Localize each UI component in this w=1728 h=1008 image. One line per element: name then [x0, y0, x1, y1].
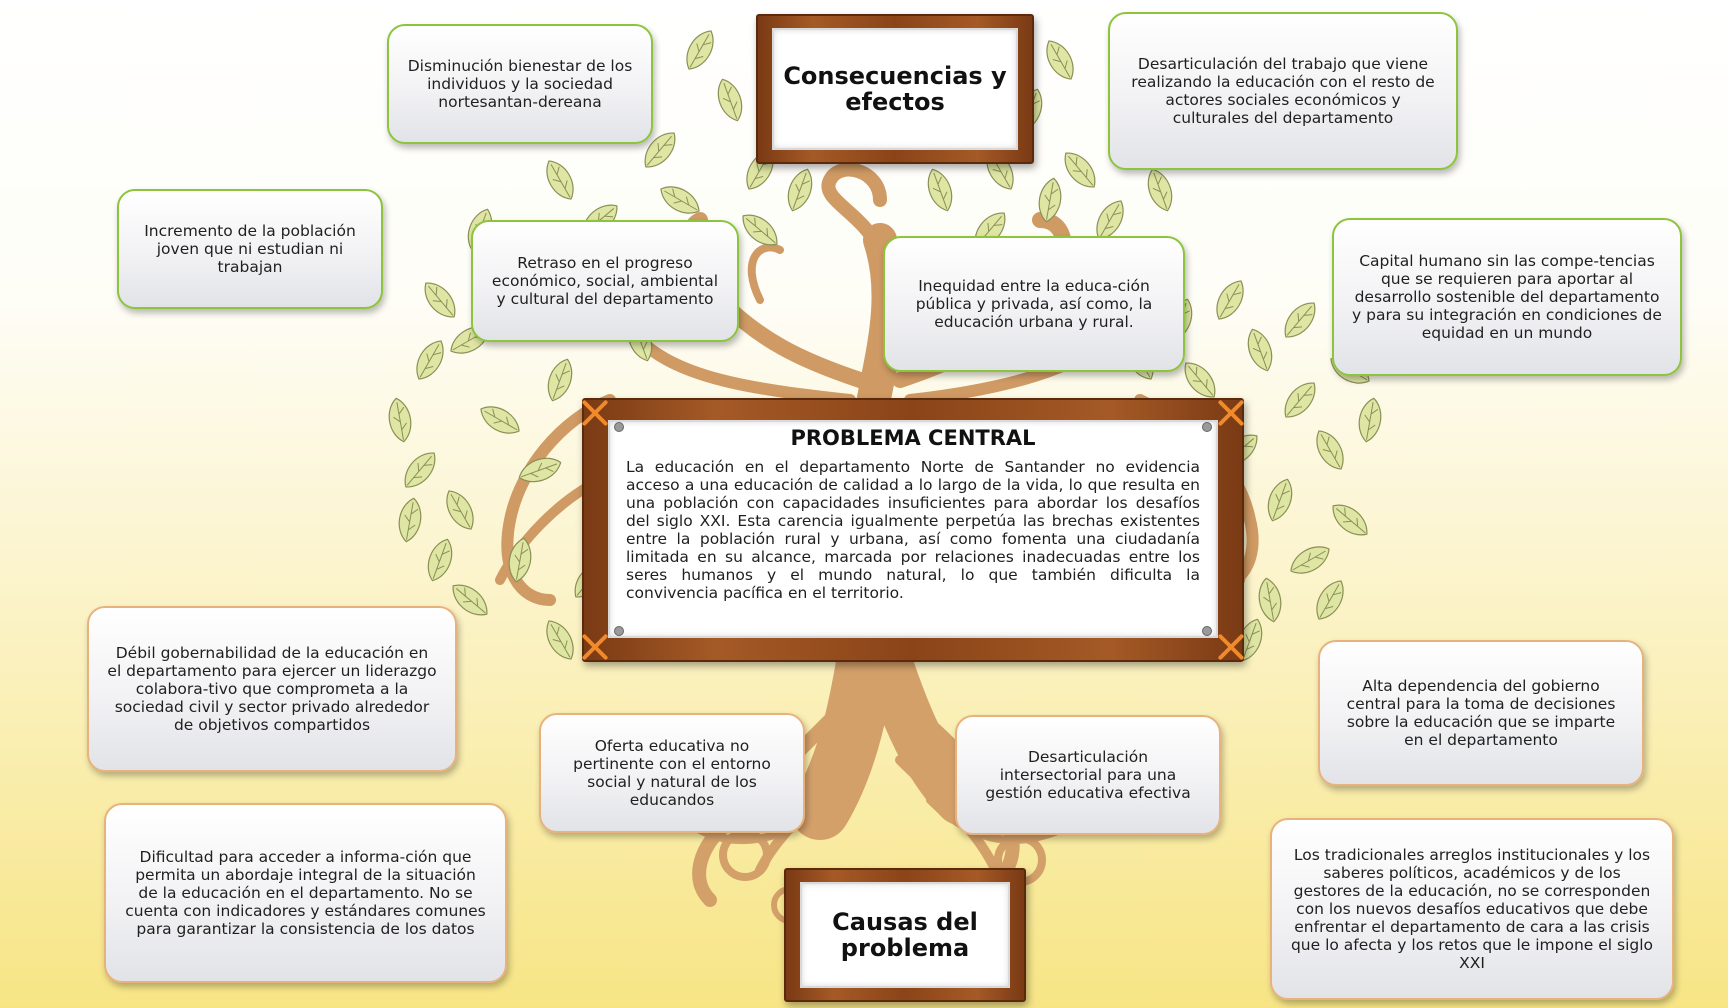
leaf-icon	[416, 340, 444, 380]
leaf-icon	[427, 538, 453, 582]
central-problem-title: PROBLEMA CENTRAL	[790, 426, 1036, 450]
leaf-icon	[398, 497, 422, 543]
central-problem-frame: PROBLEMA CENTRAL La educación en el depa…	[582, 398, 1244, 662]
leaf-icon	[1147, 168, 1173, 212]
leaf-icon	[1046, 40, 1074, 80]
leaf-icon	[508, 537, 532, 583]
rope-knot-icon	[1216, 398, 1246, 428]
cause-card: Alta dependencia del gobierno central pa…	[1318, 640, 1644, 786]
leaf-icon	[1064, 152, 1096, 188]
leaf-icon	[518, 457, 562, 483]
leaf-icon	[717, 78, 743, 122]
consequence-card: Incremento de la población joven que ni …	[117, 189, 383, 309]
nail-icon	[614, 422, 624, 432]
leaf-icon	[1267, 478, 1293, 522]
leaf-icon	[546, 620, 574, 660]
leaf-icon	[787, 168, 813, 212]
leaf-icon	[424, 282, 456, 318]
leaf-icon	[546, 160, 574, 200]
cause-card: Dificultad para acceder a informa-ción q…	[104, 803, 507, 983]
cause-card: Los tradicionales arreglos institucional…	[1270, 818, 1674, 1000]
rope-knot-icon	[1216, 632, 1246, 662]
leaf-icon	[404, 452, 436, 488]
leaf-icon	[1332, 504, 1368, 536]
leaf-icon	[1247, 328, 1273, 372]
leaf-icon	[547, 358, 573, 402]
leaf-icon	[742, 214, 778, 246]
leaf-icon	[686, 30, 714, 70]
leaf-icon	[446, 490, 474, 530]
leaf-icon	[1038, 177, 1062, 223]
nail-icon	[1202, 626, 1212, 636]
cause-card: Oferta educativa no pertinente con el en…	[539, 713, 805, 833]
leaf-icon	[1316, 430, 1344, 470]
rope-knot-icon	[580, 398, 610, 428]
leaf-icon	[644, 132, 676, 168]
consequence-card: Disminución bienestar de los individuos …	[387, 24, 653, 144]
leaf-icon	[480, 406, 520, 434]
leaf-icon	[1316, 580, 1344, 620]
consequences-frame: Consecuencias y efectos	[756, 14, 1034, 164]
leaf-icon	[1184, 362, 1216, 398]
leaf-icon	[1358, 397, 1382, 443]
consequences-title: Consecuencias y efectos	[783, 62, 1007, 116]
rope-knot-icon	[580, 632, 610, 662]
causes-frame: Causas del problema	[784, 868, 1026, 1002]
leaf-icon	[1290, 546, 1330, 574]
leaf-icon	[1284, 302, 1316, 338]
leaf-icon	[1284, 382, 1316, 418]
leaf-icon	[388, 397, 412, 443]
causes-title: Causas del problema	[832, 908, 978, 962]
consequence-card: Desarticulación del trabajo que viene re…	[1108, 12, 1458, 170]
cause-card: Débil gobernabilidad de la educación en …	[87, 606, 457, 772]
leaf-icon	[660, 186, 700, 214]
nail-icon	[614, 626, 624, 636]
leaf-icon	[927, 168, 953, 212]
nail-icon	[1202, 422, 1212, 432]
consequence-card: Retraso en el progreso económico, social…	[471, 220, 739, 342]
consequence-card: Inequidad entre la educa-ción pública y …	[883, 236, 1185, 372]
consequence-card: Capital humano sin las compe-tencias que…	[1332, 218, 1682, 376]
leaf-icon	[452, 584, 488, 616]
cause-card: Desarticulación intersectorial para una …	[955, 715, 1221, 835]
leaf-icon	[1216, 280, 1244, 320]
leaf-icon	[1258, 577, 1282, 623]
central-problem-text: La educación en el departamento Norte de…	[626, 458, 1200, 602]
